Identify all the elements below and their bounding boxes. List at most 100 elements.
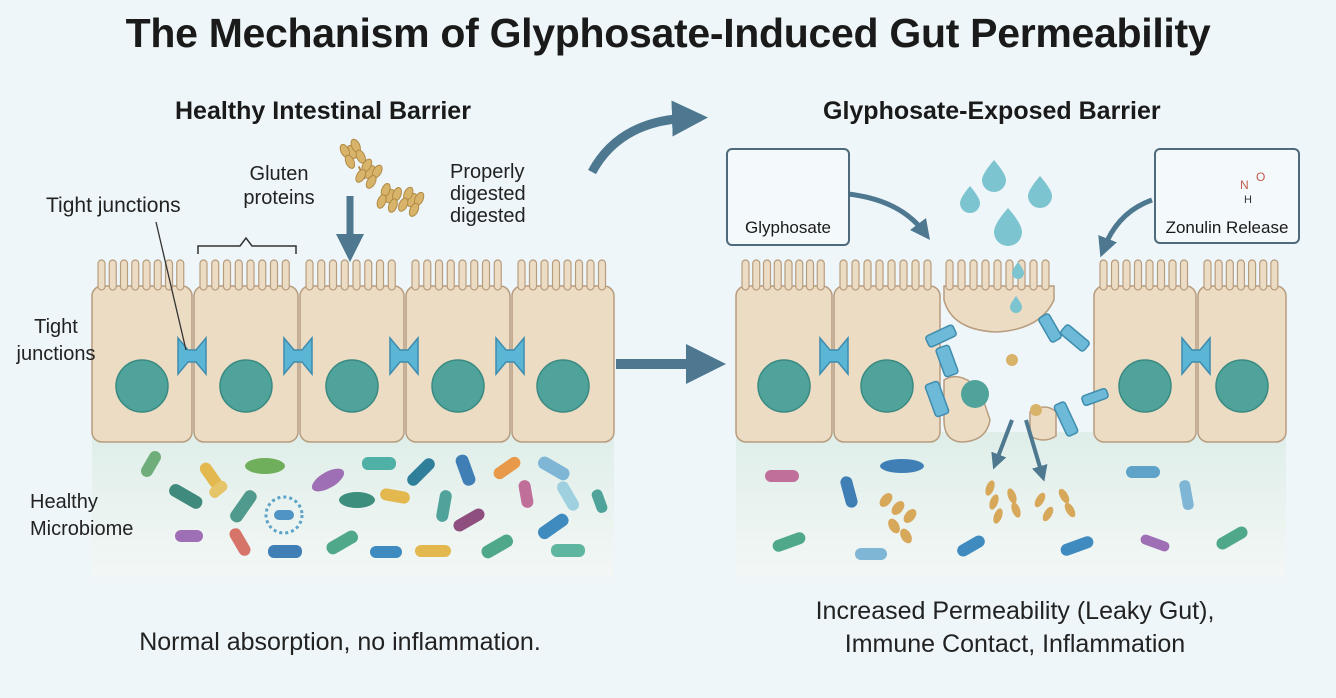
label-tight-side-line2: junctions [16, 343, 96, 365]
zonulin-arrow [1098, 197, 1153, 258]
bacterium [840, 476, 858, 508]
microvillus [269, 259, 279, 291]
microvillus [981, 259, 990, 291]
bacterium [1060, 536, 1094, 556]
zonulin-box: N O H Zonulin Release [1154, 148, 1300, 244]
microvillus [551, 259, 561, 291]
depleted-microbiome-bacteria [765, 459, 1248, 560]
glyphosate-arrow [847, 191, 931, 240]
bacterium [274, 510, 294, 520]
right-panel-title: Glyphosate-Exposed Barrier [823, 97, 1161, 125]
microvillus [969, 259, 978, 291]
microvillus [97, 259, 106, 291]
bacterium [957, 535, 985, 557]
damaged-epithelium [735, 259, 1287, 443]
label-properly-line3: digested [450, 205, 526, 227]
microvillus [899, 259, 908, 291]
microvillus [563, 259, 572, 291]
bacterium [551, 544, 585, 557]
water-droplets [960, 160, 1052, 313]
microvillus [945, 259, 954, 291]
left-caption: Normal absorption, no inflammation. [139, 628, 541, 656]
microvillus [805, 259, 815, 291]
microvillus [340, 259, 349, 291]
microvillus [493, 259, 502, 291]
label-microbiome-line1: Healthy [30, 491, 98, 513]
microvillus [1168, 259, 1177, 291]
microvillus [1133, 259, 1143, 291]
cell-nucleus [325, 359, 379, 413]
glyphosate-box: Glyphosate [726, 148, 850, 246]
microvillus [762, 259, 772, 291]
zonulin-label: Zonulin Release [1165, 218, 1289, 237]
microvillus [446, 259, 455, 291]
bacterium [765, 470, 799, 482]
bacterium [1216, 526, 1248, 550]
label-gluten-line2: proteins [243, 187, 315, 209]
bacterium [175, 530, 203, 542]
bacterium [245, 458, 285, 474]
bacterium [311, 468, 345, 492]
microvillus [423, 259, 432, 291]
microvillus [153, 259, 162, 291]
cell-nucleus [115, 359, 169, 413]
microvillus [993, 259, 1002, 291]
gluten-fragments [879, 480, 1076, 544]
microvillus [597, 259, 607, 291]
label-microbiome-line2: Microbiome [30, 518, 134, 540]
microvillus [1247, 259, 1257, 291]
bacterium [362, 457, 396, 470]
microvillus [863, 259, 872, 291]
microvillus [1236, 259, 1246, 291]
microvillus [586, 259, 595, 291]
gluten-grains [339, 138, 425, 217]
label-properly-line1: Properly [450, 161, 525, 183]
microvillus [957, 259, 966, 291]
zonulin-atom-o: O [1256, 170, 1266, 184]
immune-particles [1006, 354, 1042, 416]
microvillus [839, 259, 848, 291]
zonulin-atom-h: H [1244, 194, 1252, 206]
microvillus [481, 259, 491, 291]
leak-arrow [991, 419, 1014, 470]
bacterium [339, 492, 375, 508]
microvillus [1041, 259, 1050, 291]
microvillus [352, 259, 361, 291]
microvillus [1225, 259, 1234, 291]
microvillus [887, 259, 896, 291]
microvillus [773, 259, 782, 291]
leak-arrow [1024, 419, 1048, 482]
bacterium [415, 545, 451, 557]
tight-junction [495, 335, 525, 377]
microvillus [142, 259, 151, 291]
microvillus [784, 259, 793, 291]
microvillus [1099, 259, 1108, 291]
microvillus [923, 259, 932, 291]
microvillus [108, 259, 117, 291]
right-caption-line2: Immune Contact, Inflammation [844, 630, 1186, 658]
microvillus [364, 259, 373, 291]
microvillus [741, 259, 750, 291]
microvillus [317, 259, 326, 291]
microvillus [1110, 259, 1120, 291]
bacterium [455, 454, 476, 486]
bacterium [557, 481, 579, 511]
tight-junction [819, 335, 849, 377]
tight-junction [1181, 335, 1211, 377]
microvillus [1005, 259, 1014, 291]
bacterium [141, 451, 161, 477]
bacterium [481, 534, 514, 559]
microvillus [176, 259, 185, 291]
microvillus [222, 259, 232, 291]
microvillus [131, 259, 140, 291]
microvillus [1029, 259, 1038, 291]
microvillus [851, 259, 860, 291]
tight-junction [283, 335, 313, 377]
gluten-brace [197, 236, 297, 254]
zonulin-atom-n: N [1240, 178, 1249, 192]
microvillus [752, 259, 761, 291]
microvillus [458, 259, 467, 291]
microvillus [1203, 259, 1212, 291]
microvillus [305, 259, 314, 291]
bacterium [264, 495, 304, 535]
